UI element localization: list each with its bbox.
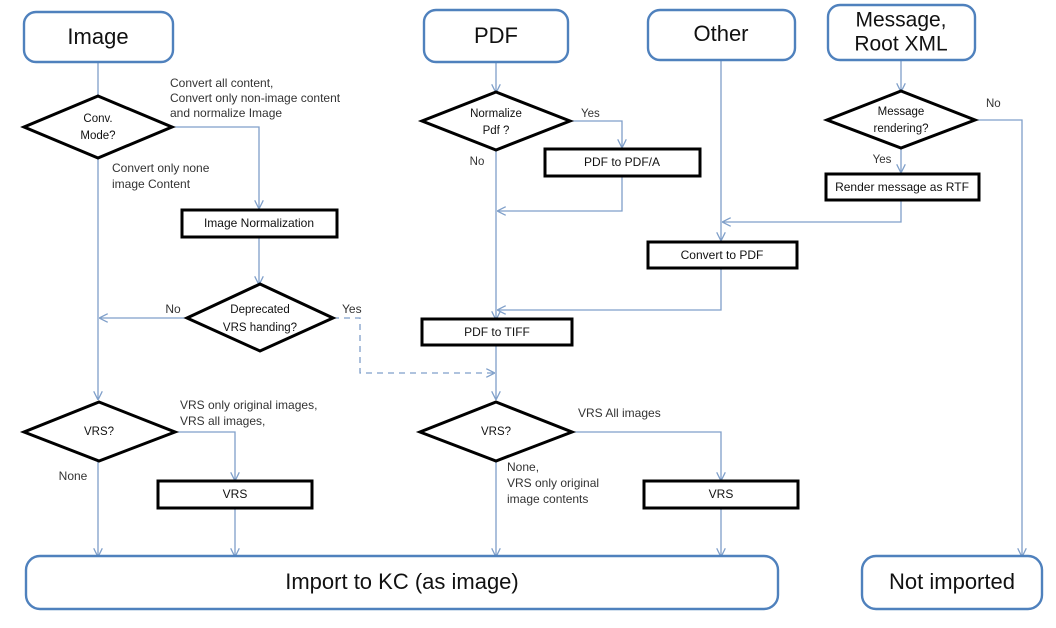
node-decision-message-rendering[interactable] <box>822 89 980 150</box>
edge-convmode-yes-to-normalization <box>172 126 259 208</box>
node-start-image-label: Image <box>67 24 128 49</box>
edge-label-vrs-left-branch-line1: VRS only original images, <box>180 398 317 412</box>
node-process-image-normalization[interactable] <box>180 208 339 239</box>
node-start-message[interactable] <box>826 3 977 62</box>
process-labels: Image Normalization PDF to PDF/A Render … <box>204 155 969 501</box>
node-start-pdf[interactable] <box>422 8 570 64</box>
node-decision-vrs-left-label: VRS? <box>84 426 114 438</box>
edge-label-vrs-mid-none-line2: VRS only original <box>507 476 599 490</box>
node-end-not-imported[interactable] <box>860 554 1044 611</box>
node-process-pdf-to-pdfa[interactable] <box>543 147 702 178</box>
node-process-vrs-left[interactable] <box>156 479 314 510</box>
node-start-image[interactable] <box>22 10 175 64</box>
edge-label-vrs-mid-none-line1: None, <box>507 460 539 474</box>
node-process-vrs-mid-label: VRS <box>709 487 734 501</box>
node-decision-message-rendering-label-line1: Message <box>878 106 925 118</box>
node-process-render-rtf-label: Render message as RTF <box>835 180 969 194</box>
node-start-message-label-line2: Root XML <box>854 33 947 56</box>
node-start-other[interactable] <box>646 8 797 62</box>
edge-label-deprecated-vrs-no: No <box>165 302 181 316</box>
node-start-other-label: Other <box>693 21 748 46</box>
edge-label-message-rendering-no: No <box>986 98 1001 110</box>
edge-rtf-to-convertpdf <box>723 200 902 222</box>
process-nodes <box>156 147 981 510</box>
node-process-image-normalization-label: Image Normalization <box>204 216 314 230</box>
node-process-pdf-to-pdfa-label: PDF to PDF/A <box>584 155 660 169</box>
node-decision-vrs-mid[interactable] <box>415 400 577 463</box>
edge-label-vrs-mid-none-line3: image contents <box>507 492 588 506</box>
edge-label-deprecated-vrs-yes: Yes <box>342 302 362 316</box>
decision-nodes <box>19 89 980 463</box>
edge-label-message-rendering-yes: Yes <box>873 154 892 166</box>
edge-vrsmid-all-to-vrsbox <box>572 431 721 480</box>
edge-normalize-yes-to-pdfa <box>570 120 622 147</box>
node-decision-vrs-left[interactable] <box>19 400 180 463</box>
edge-label-conv-mode-yes-line2: Convert only non-image content <box>170 91 341 105</box>
edge-pdfa-to-main-column <box>498 176 623 211</box>
node-start-message-label-line1: Message, <box>855 9 946 32</box>
node-process-vrs-left-label: VRS <box>223 487 248 501</box>
edge-label-conv-mode-yes-line3: and normalize Image <box>170 106 282 120</box>
node-process-convert-to-pdf[interactable] <box>646 240 799 270</box>
edge-label-conv-mode-none-line1: Convert only none <box>112 161 210 175</box>
decision-labels: Conv. Mode? Normalize Pdf ? Message rend… <box>80 106 928 438</box>
edge-label-conv-mode-yes-line1: Convert all content, <box>170 76 273 90</box>
node-decision-conv-mode[interactable] <box>20 94 176 160</box>
node-start-pdf-label: PDF <box>474 23 518 48</box>
node-end-import-kc[interactable] <box>24 554 780 611</box>
edge-label-vrs-left-none: None <box>59 469 88 483</box>
edge-label-vrs-mid-all-images: VRS All images <box>578 406 661 420</box>
node-decision-deprecated-vrs-label-line1: Deprecated <box>230 304 289 316</box>
node-decision-deprecated-vrs[interactable] <box>183 282 337 353</box>
edge-rendering-no-to-notimported <box>975 119 1022 556</box>
node-decision-normalize-pdf-label-line1: Normalize <box>470 108 522 120</box>
node-decision-deprecated-vrs-label-line2: VRS handing? <box>223 322 297 334</box>
edge-label-normalize-pdf-yes: Yes <box>581 108 600 120</box>
connector-layer <box>98 60 1022 556</box>
node-process-render-rtf[interactable] <box>824 172 981 202</box>
node-decision-message-rendering-label-line2: rendering? <box>874 123 929 135</box>
node-end-import-kc-label: Import to KC (as image) <box>285 569 519 594</box>
edge-labels: Convert all content, Convert only non-im… <box>59 76 1001 506</box>
edge-deprecated-yes-dashed-to-tiff-column <box>333 317 494 373</box>
edge-vrsleft-branch-to-vrsbox <box>175 431 235 480</box>
node-decision-vrs-mid-label: VRS? <box>481 426 511 438</box>
edge-label-vrs-left-branch-line2: VRS all images, <box>180 414 265 428</box>
node-decision-normalize-pdf[interactable] <box>417 90 575 152</box>
node-process-convert-to-pdf-label: Convert to PDF <box>681 248 764 262</box>
edge-label-conv-mode-none-line2: image Content <box>112 177 191 191</box>
node-process-pdf-to-tiff-label: PDF to TIFF <box>464 325 530 339</box>
node-process-pdf-to-tiff[interactable] <box>420 317 574 347</box>
edge-convertpdf-to-main-column <box>498 268 722 310</box>
node-process-vrs-mid[interactable] <box>642 479 800 510</box>
node-decision-conv-mode-label-line1: Conv. <box>83 113 112 125</box>
terminal-nodes: Image PDF Other Message, Root XML Import… <box>22 3 1044 611</box>
node-decision-normalize-pdf-label-line2: Pdf ? <box>483 125 510 137</box>
node-end-not-imported-label: Not imported <box>889 569 1015 594</box>
edge-label-normalize-pdf-no: No <box>470 156 485 168</box>
node-decision-conv-mode-label-line2: Mode? <box>80 130 115 142</box>
